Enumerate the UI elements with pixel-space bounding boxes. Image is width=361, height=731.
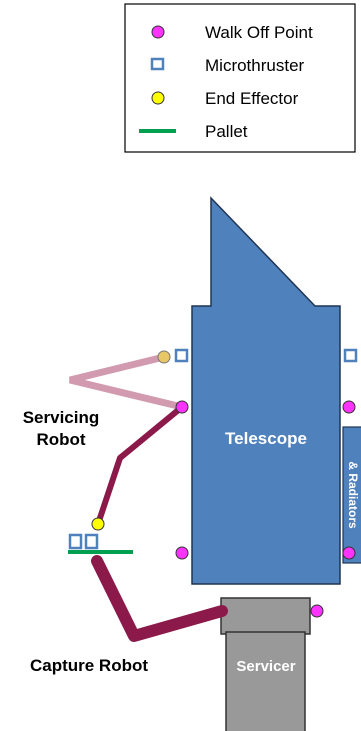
radiators-panel <box>342 426 361 564</box>
microthruster-icon <box>68 533 83 550</box>
legend: Walk Off Point Microthruster End Effecto… <box>124 3 356 153</box>
servicing-robot-label-line1: Servicing <box>23 408 100 427</box>
end-effector-faded-icon <box>157 350 171 364</box>
servicing-robot-arm-faded <box>69 353 183 411</box>
microthruster-icon <box>343 348 358 363</box>
walk-off-point-icon <box>151 25 165 39</box>
servicer-top <box>220 597 311 635</box>
legend-label-walk-off-point: Walk Off Point <box>205 23 313 42</box>
microthruster-icon <box>150 57 165 71</box>
end-effector-icon <box>91 517 105 531</box>
capture-robot-arm <box>91 555 228 642</box>
telescope-body <box>191 196 341 585</box>
legend-label-pallet: Pallet <box>205 122 248 141</box>
legend-label-microthruster: Microthruster <box>205 56 305 75</box>
walk-off-point-icon <box>310 604 324 618</box>
walk-off-point-icon <box>342 400 356 414</box>
walk-off-point-icon <box>342 546 356 560</box>
servicing-robot-label-line2: Robot <box>36 430 85 449</box>
servicer-body <box>225 631 306 731</box>
telescope-label: Telescope <box>225 429 307 448</box>
servicer-label: Servicer <box>236 658 295 675</box>
end-effector-icon <box>151 91 165 105</box>
microthruster-icon <box>84 533 99 550</box>
radiators-label: & Radiators <box>346 461 360 529</box>
microthruster-icon <box>174 348 189 363</box>
walk-off-point-icon <box>175 546 189 560</box>
legend-label-end-effector: End Effector <box>205 89 299 108</box>
servicing-robot-arm <box>95 404 184 525</box>
walk-off-point-icon <box>175 400 189 414</box>
capture-robot-label: Capture Robot <box>30 656 148 675</box>
